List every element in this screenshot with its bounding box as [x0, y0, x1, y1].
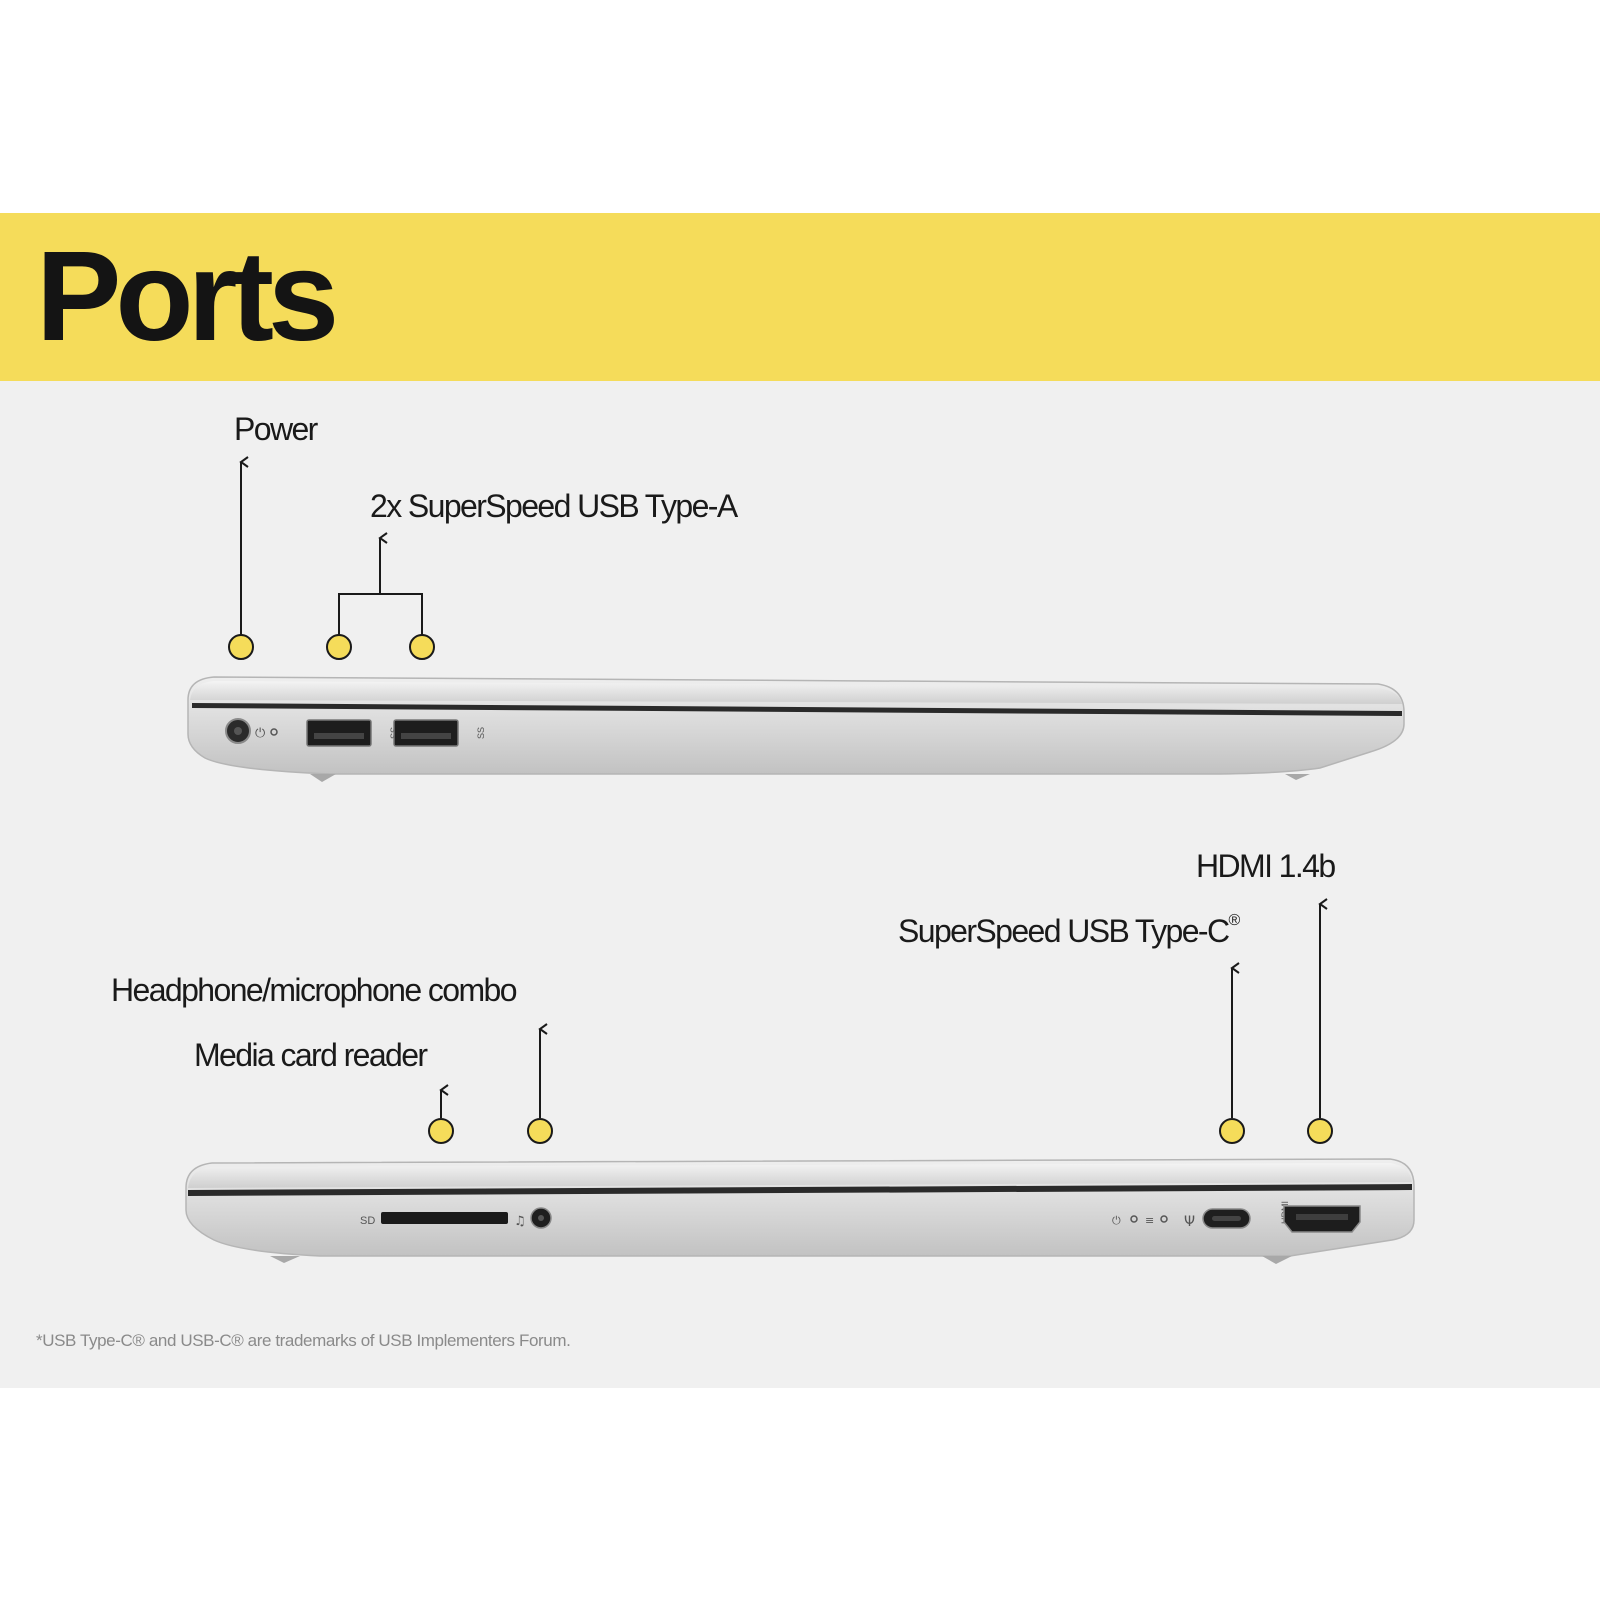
storage-activity-icon: ≡ [1145, 1214, 1154, 1227]
hdmi-dot [1307, 1118, 1333, 1144]
hdmi-callout [1307, 898, 1333, 1144]
usb-c-label: SuperSpeed USB Type-C [898, 913, 1230, 949]
headphone-dot [527, 1118, 553, 1144]
usb-c-dot [1219, 1118, 1245, 1144]
headphone-icon: ♫ [514, 1214, 526, 1229]
status-led-2 [1160, 1215, 1168, 1223]
status-led-1 [1130, 1215, 1138, 1223]
usb-c-label-wrap: SuperSpeed USB Type-C® [898, 912, 1241, 949]
card-reader-label: Media card reader [194, 1037, 428, 1073]
usb-a-ss-mark-2: SS [476, 727, 486, 739]
usb-c-callout [1219, 962, 1245, 1144]
headphone-label: Headphone/microphone combo [111, 972, 518, 1008]
card-reader-dot [428, 1118, 454, 1144]
power-dot [228, 634, 254, 660]
power-callout [228, 456, 254, 660]
laptop-left-side: ⏻ SS SS [187, 676, 1405, 782]
usb-a-dot-2 [409, 634, 435, 660]
power-plug-icon: ⏻ [255, 726, 265, 741]
usb-trident-icon: Ψ [1184, 1214, 1195, 1230]
trademark-footnote: *USB Type-C® and USB-C® are trademarks o… [36, 1331, 571, 1350]
power-status-icon: ⏻ [1112, 1214, 1121, 1227]
sd-card-slot [381, 1212, 508, 1224]
usb-a-callout [326, 532, 435, 660]
headphone-callout [527, 1023, 553, 1144]
power-label: Power [234, 411, 318, 447]
page-title: Ports [36, 225, 339, 368]
title-banner: Ports [0, 213, 1600, 381]
hdmi-label: HDMI 1.4b [1196, 848, 1336, 884]
charge-led [270, 728, 278, 736]
card-reader-callout [428, 1084, 454, 1144]
usb-a-label: 2x SuperSpeed USB Type-A [370, 488, 738, 524]
registered-mark: ® [1228, 912, 1241, 929]
usb-a-dot-1 [326, 634, 352, 660]
laptop-right-side: SD ♫ ⏻ ≡ Ψ HDMI [185, 1158, 1415, 1264]
sd-marking: SD [360, 1215, 375, 1227]
